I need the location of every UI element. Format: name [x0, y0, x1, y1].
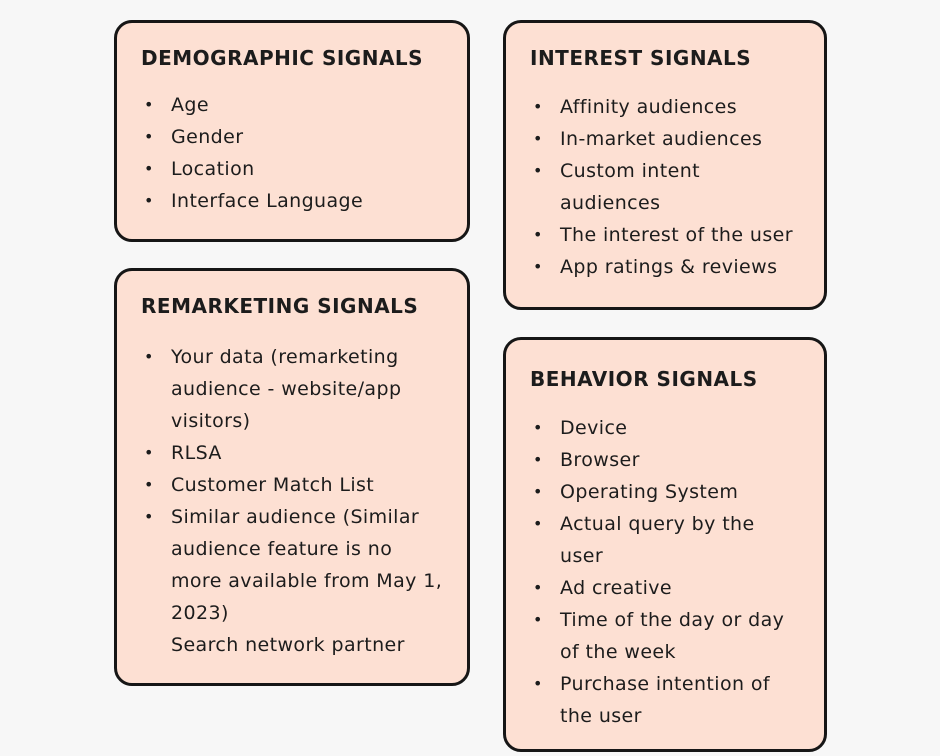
bullet-icon: •	[144, 475, 154, 494]
list-item: •App ratings & reviews	[530, 251, 802, 283]
list-item: •Search network partner	[171, 634, 405, 656]
bullet-icon: •	[533, 450, 543, 469]
card-title: REMARKETING SIGNALS	[141, 294, 419, 318]
bullet-icon: •	[533, 161, 543, 180]
demographic-signals-card: DEMOGRAPHIC SIGNALS •Age •Gender •Locati…	[114, 20, 470, 242]
list-item: •Browser	[530, 444, 802, 476]
card-title: INTEREST SIGNALS	[530, 46, 752, 70]
list-item: •The interest of the user	[530, 219, 802, 251]
bullet-icon: •	[144, 191, 154, 210]
bullet-icon: •	[144, 95, 154, 114]
list-item: •Operating System	[530, 476, 802, 508]
list-item: •RLSA	[141, 437, 445, 469]
list-item: •Age	[141, 89, 445, 121]
list-item: •Actual query by the user	[530, 508, 802, 572]
list-item: •Interface Language	[141, 185, 445, 217]
list-item: •Ad creative	[530, 572, 802, 604]
bullet-icon: •	[533, 97, 543, 116]
signal-list: •Device •Browser •Operating System •Actu…	[530, 412, 802, 732]
bullet-icon: •	[144, 507, 154, 526]
list-item: •In-market audiences	[530, 123, 802, 155]
bullet-icon: •	[144, 127, 154, 146]
bullet-icon: •	[533, 225, 543, 244]
signal-list: •Your data (remarketing audience - websi…	[141, 341, 445, 661]
interest-signals-card: INTEREST SIGNALS •Affinity audiences •In…	[503, 20, 827, 310]
bullet-icon: •	[533, 129, 543, 148]
card-title: DEMOGRAPHIC SIGNALS	[141, 46, 424, 70]
list-item: •Purchase intention of the user	[530, 668, 802, 732]
signal-list: •Affinity audiences •In-market audiences…	[530, 91, 802, 283]
bullet-icon: •	[533, 674, 543, 693]
bullet-icon: •	[533, 514, 543, 533]
list-item: •Time of the day or day of the week	[530, 604, 802, 668]
bullet-icon: •	[144, 159, 154, 178]
list-item: •Custom intent audiences	[530, 155, 802, 219]
bullet-icon: •	[144, 443, 154, 462]
list-item: •Device	[530, 412, 802, 444]
list-item: •Location	[141, 153, 445, 185]
list-item: •Gender	[141, 121, 445, 153]
bullet-icon: •	[533, 578, 543, 597]
list-item: •Customer Match List	[141, 469, 445, 501]
signal-list: •Age •Gender •Location •Interface Langua…	[141, 89, 445, 217]
bullet-icon: •	[533, 610, 543, 629]
remarketing-signals-card: REMARKETING SIGNALS •Your data (remarket…	[114, 268, 470, 686]
bullet-icon: •	[144, 347, 154, 366]
list-item: •Similar audience (Similar audience feat…	[141, 501, 445, 629]
bullet-icon: •	[533, 257, 543, 276]
behavior-signals-card: BEHAVIOR SIGNALS •Device •Browser •Opera…	[503, 337, 827, 752]
bullet-icon: •	[533, 418, 543, 437]
list-item: •Your data (remarketing audience - websi…	[141, 341, 445, 437]
list-item: •Affinity audiences	[530, 91, 802, 123]
bullet-icon: •	[533, 482, 543, 501]
card-title: BEHAVIOR SIGNALS	[530, 367, 758, 391]
